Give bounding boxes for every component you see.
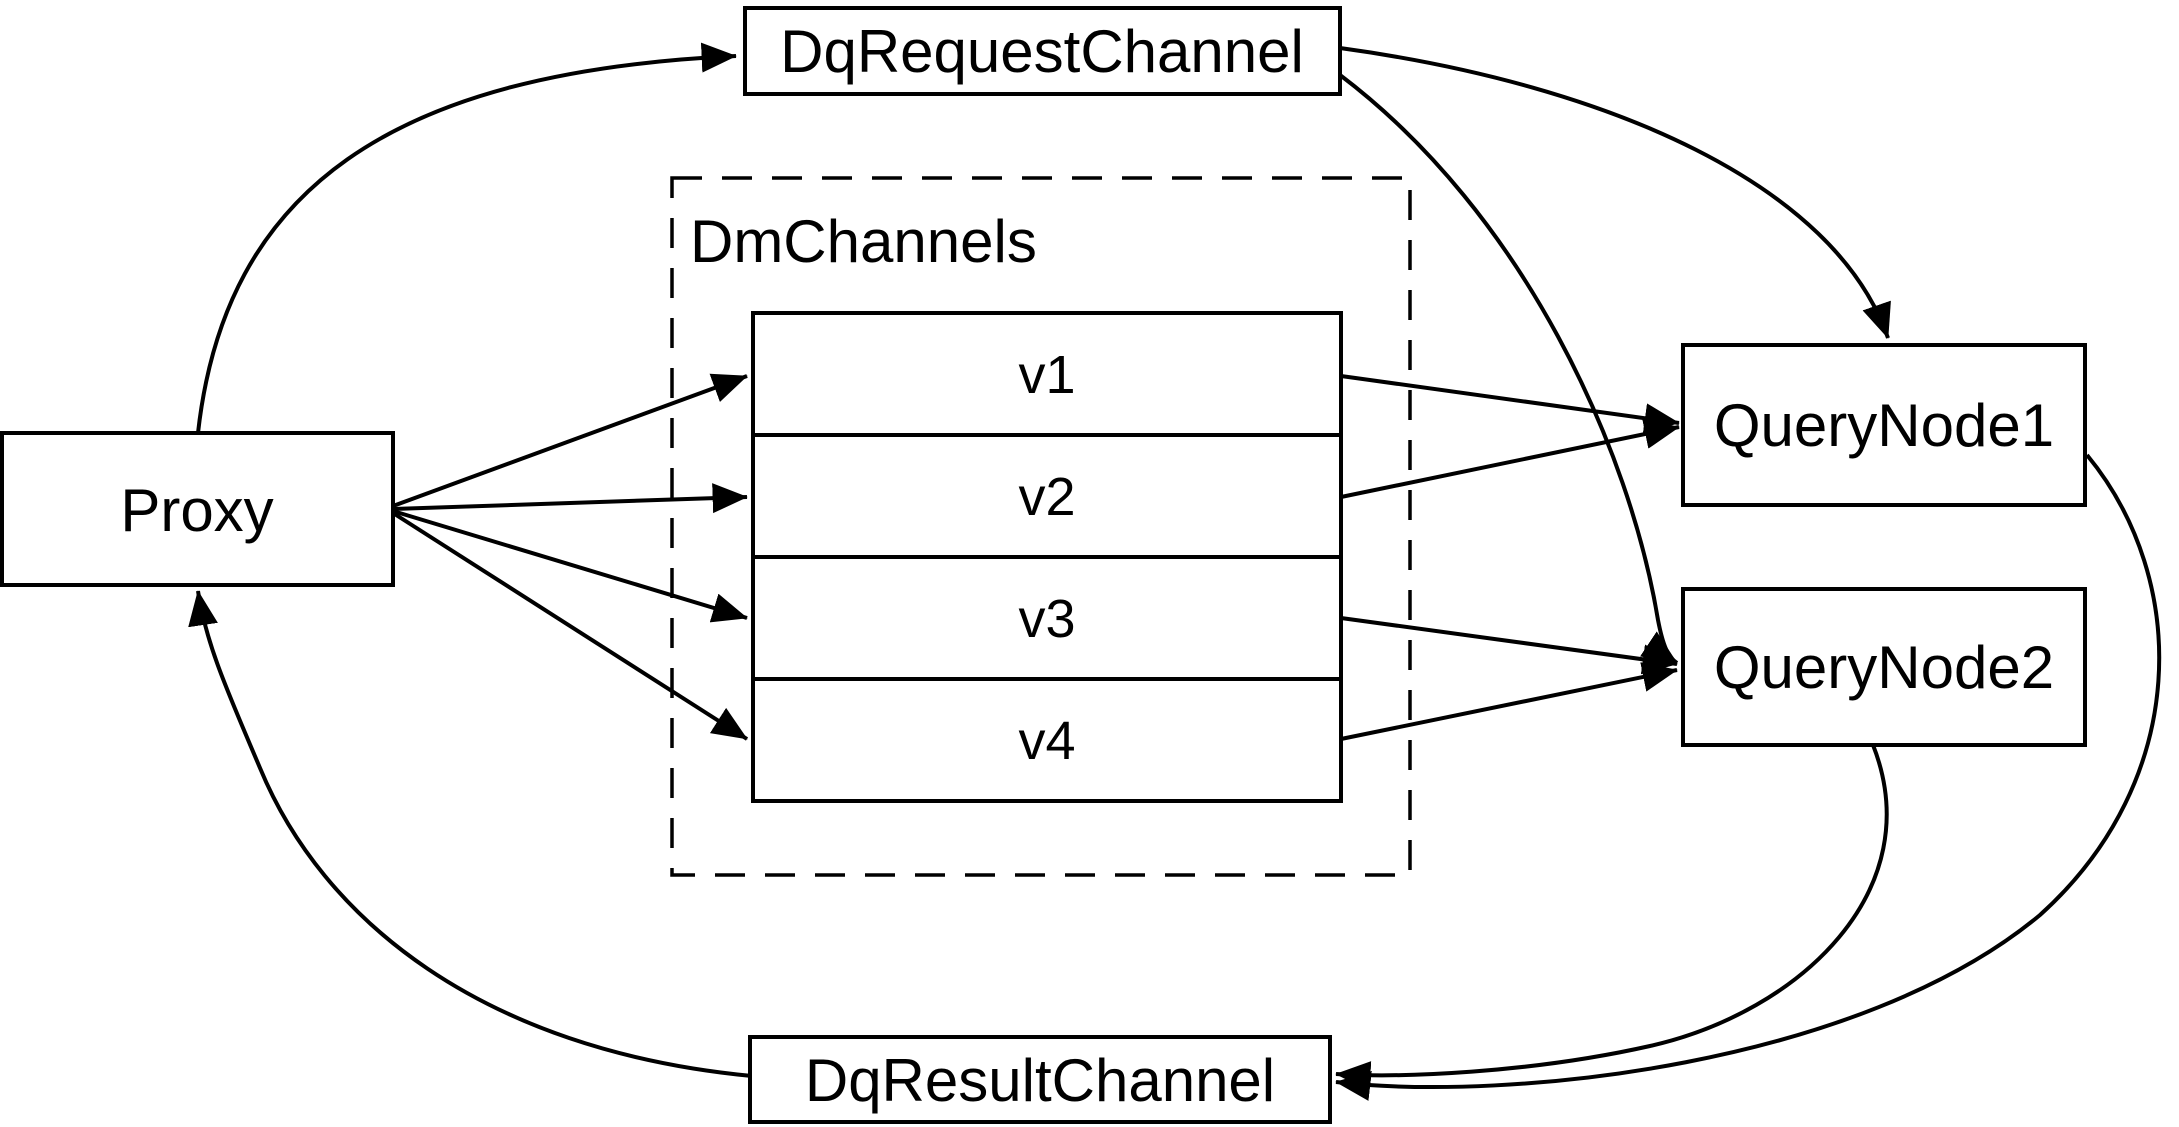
- query-node1-label: QueryNode1: [1714, 392, 2054, 459]
- proxy-box: [0, 431, 395, 587]
- dm-channels-container-box: [670, 176, 1412, 877]
- query-node2-node: QueryNode2: [1681, 587, 2087, 747]
- edge-query-node1-to-dq-result-channel: [1335, 453, 2162, 1101]
- edge-v2-to-query-node1: [1340, 419, 1680, 499]
- edge-v1-to-query-node1: [1340, 374, 1680, 434]
- edge-proxy-to-v2: [392, 483, 748, 514]
- edge-dq-result-channel-to-proxy: [188, 590, 753, 1078]
- edge-dq-request-channel-to-query-node2: [1338, 73, 1679, 665]
- query-node1-node: QueryNode1: [1681, 343, 2087, 507]
- channel-v4-box: [751, 677, 1343, 803]
- edge-v4-to-query-node2: [1340, 662, 1678, 741]
- proxy-label: Proxy: [120, 477, 273, 544]
- dm-channels-group: DmChannels v1 v2 v3 v4: [670, 176, 1412, 877]
- dq-request-channel-node: DqRequestChannel: [743, 6, 1342, 96]
- channel-row-v4: v4: [751, 677, 1343, 803]
- edge-proxy-to-v3: [392, 509, 748, 623]
- channel-v2-box: [751, 433, 1343, 559]
- query-node2-box: [1681, 587, 2087, 747]
- dm-channels-label: DmChannels: [690, 208, 1037, 275]
- dq-result-channel-box: [748, 1035, 1332, 1124]
- channel-v2-label: v2: [1018, 467, 1075, 527]
- proxy-node: Proxy: [0, 431, 395, 587]
- query-node1-box: [1681, 343, 2087, 507]
- edge-query-node2-to-dq-result-channel: [1335, 744, 1889, 1092]
- dq-result-channel-label: DqResultChannel: [805, 1047, 1275, 1114]
- channel-v1-label: v1: [1018, 345, 1075, 405]
- channel-v4-label: v4: [1018, 711, 1075, 771]
- channel-row-v2: v2: [751, 433, 1343, 559]
- query-node2-label: QueryNode2: [1714, 634, 2054, 701]
- channel-row-v1: v1: [751, 311, 1343, 437]
- edge-proxy-to-v4: [391, 511, 749, 741]
- edge-proxy-to-v1: [392, 373, 748, 508]
- dq-request-channel-label: DqRequestChannel: [780, 18, 1304, 85]
- edge-dq-request-channel-to-query-node1: [1339, 46, 1891, 339]
- edge-layer: [188, 42, 2162, 1101]
- edge-proxy-to-dq-request-channel: [196, 42, 737, 434]
- dq-result-channel-node: DqResultChannel: [748, 1035, 1332, 1124]
- channel-row-v3: v3: [751, 555, 1343, 681]
- dq-request-channel-box: [743, 6, 1342, 96]
- edge-v3-to-query-node2: [1340, 616, 1678, 675]
- channel-v3-box: [751, 555, 1343, 681]
- channel-v3-label: v3: [1018, 589, 1075, 649]
- channel-v1-box: [751, 311, 1343, 437]
